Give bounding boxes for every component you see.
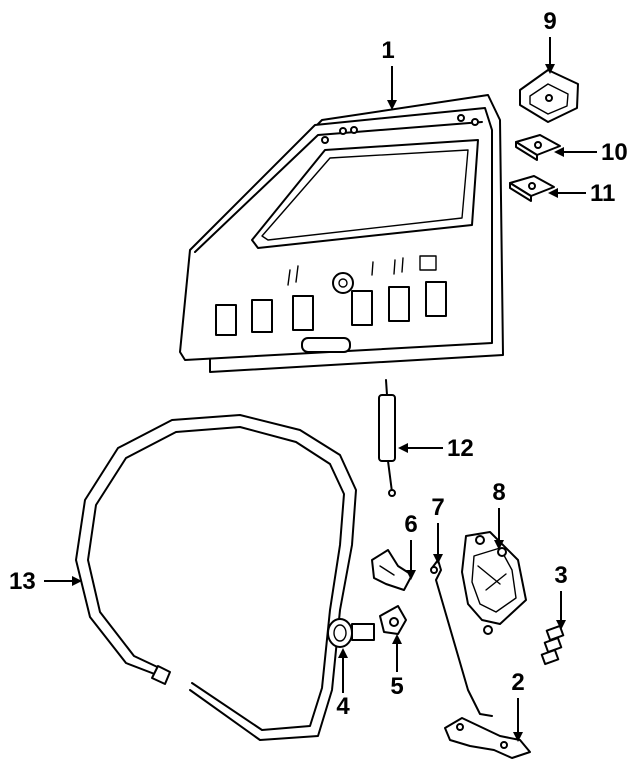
callout-label: 5 [390, 673, 403, 700]
callout-label: 6 [404, 511, 417, 538]
callout-3: 3 [554, 562, 568, 630]
callout-label: 8 [492, 479, 505, 506]
striker-bracket [519, 69, 579, 123]
support-strut [378, 379, 396, 497]
latch-link [444, 717, 531, 759]
callout-label: 13 [9, 568, 36, 595]
callout-1: 1 [381, 37, 397, 110]
callout-label: 9 [543, 8, 556, 35]
latch-assembly [461, 531, 527, 635]
callout-label: 1 [381, 37, 394, 64]
callout-label: 4 [336, 693, 350, 720]
weatherstrip [75, 414, 357, 741]
callout-2: 2 [511, 669, 525, 742]
liftgate-panel [179, 94, 504, 373]
lock-cylinder [327, 618, 375, 648]
rod-bracket [371, 549, 413, 591]
cylinder-retainer [379, 605, 407, 635]
callout-7: 7 [431, 494, 445, 564]
nut-plate-lower [509, 175, 555, 202]
callout-label: 10 [601, 139, 628, 166]
callout-9: 9 [543, 8, 557, 74]
nut-plate-upper [515, 134, 561, 161]
callout-11: 11 [548, 180, 615, 207]
callout-label: 11 [590, 180, 615, 207]
callout-4: 4 [336, 648, 350, 720]
callout-label: 3 [554, 562, 567, 589]
callout-label: 7 [431, 494, 444, 521]
callout-6: 6 [404, 511, 418, 580]
callout-12: 12 [398, 435, 474, 462]
callout-8: 8 [492, 479, 506, 550]
callout-10: 10 [554, 139, 628, 166]
callout-13: 13 [9, 568, 82, 595]
callout-label: 12 [447, 435, 474, 462]
callout-5: 5 [390, 634, 404, 700]
callout-label: 2 [511, 669, 524, 696]
lock-clip [540, 624, 565, 666]
